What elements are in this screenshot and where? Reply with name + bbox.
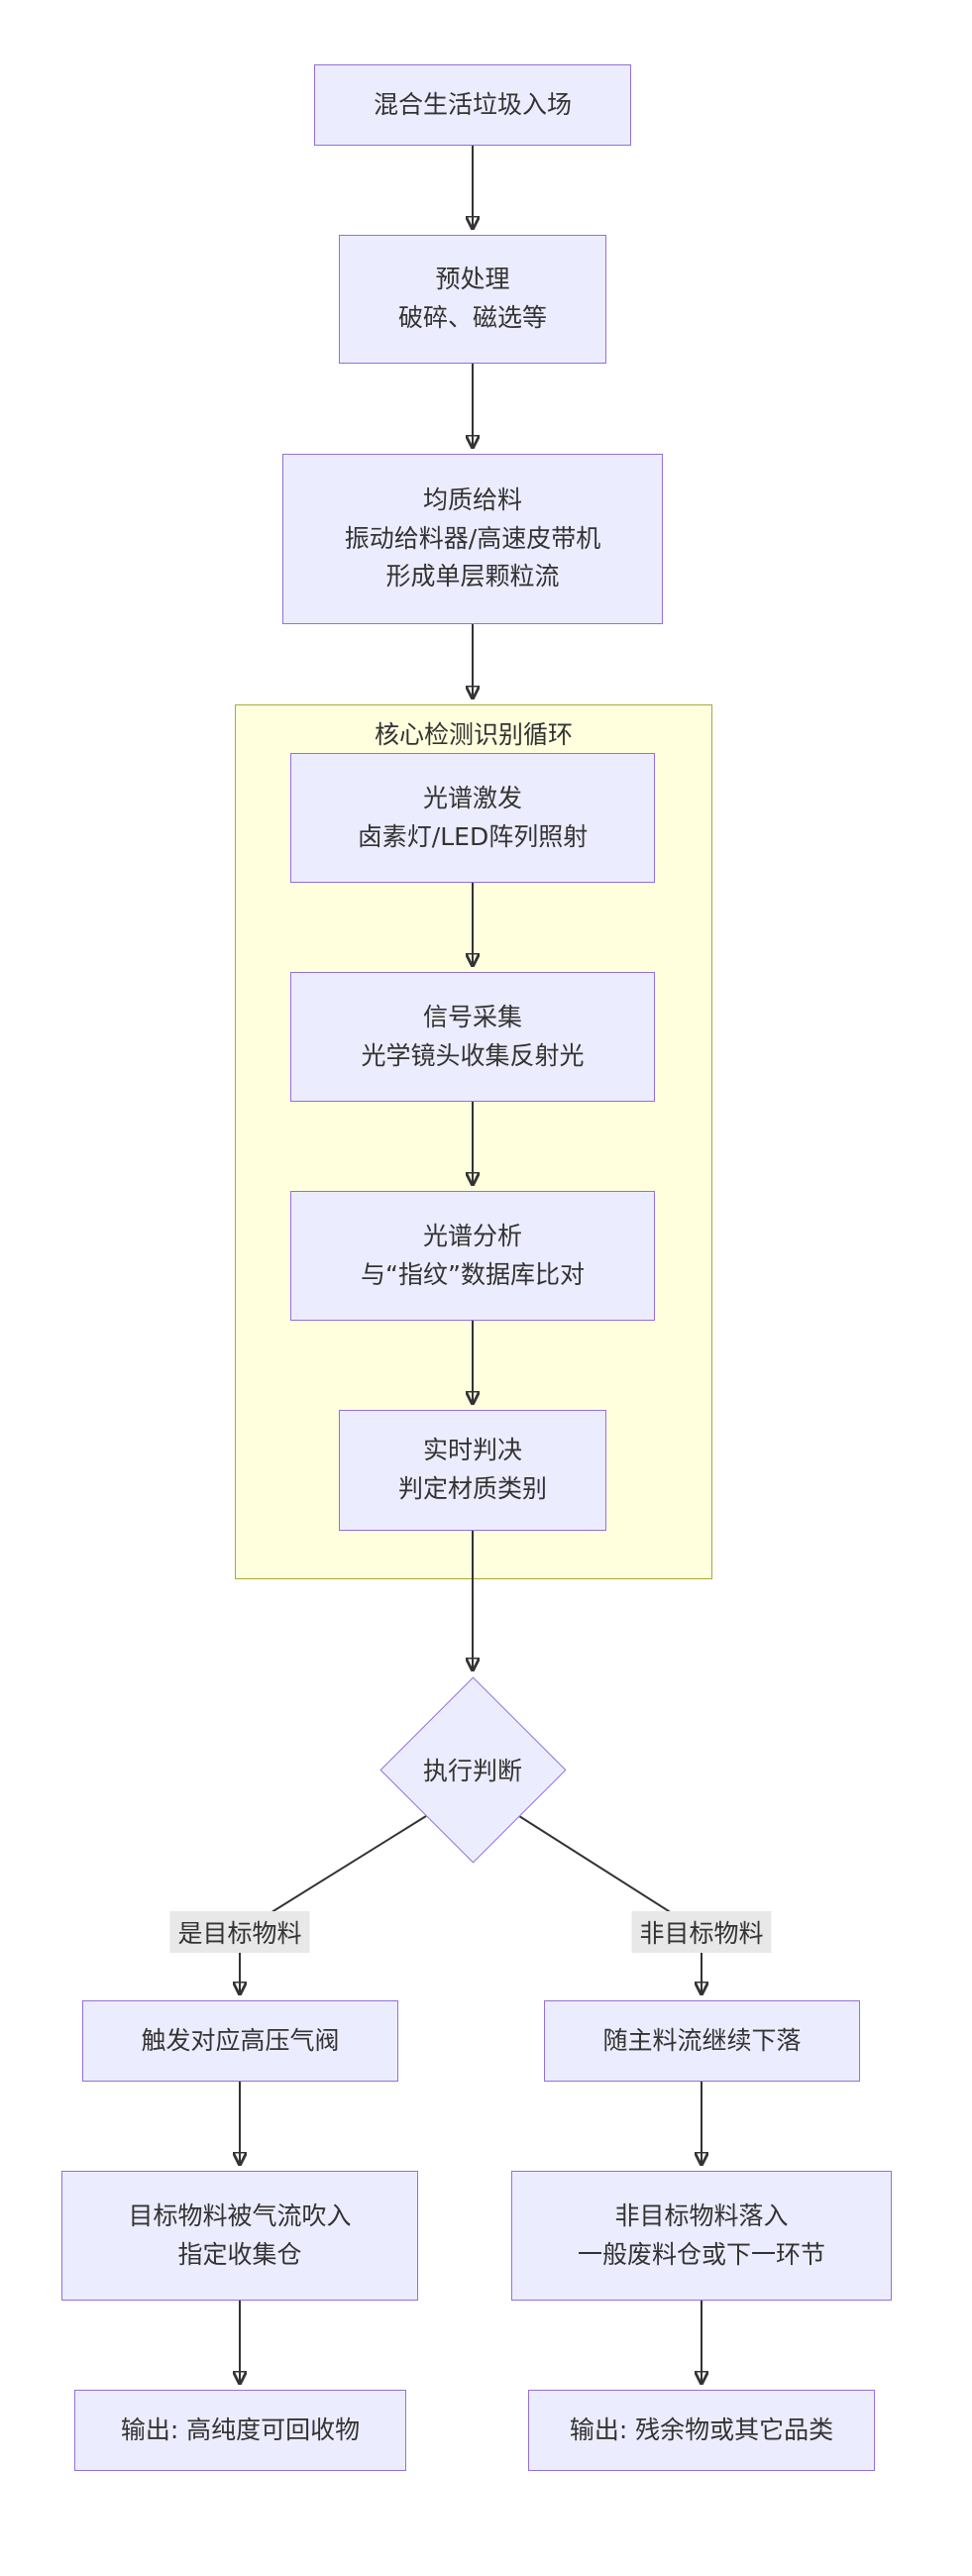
node-output-residue: 输出: 残余物或其它品类 [528, 2390, 875, 2471]
edge-label-target-material: 是目标物料 [169, 1911, 310, 1953]
node-text-line: 卤素灯/LED阵列照射 [357, 821, 589, 851]
node-text-line: 实时判决 [422, 1436, 522, 1465]
node-text-line: 非目标物料落入 [614, 2200, 789, 2230]
node-spectral-excitation: 光谱激发 卤素灯/LED阵列照射 [290, 753, 655, 883]
node-trigger-air-valve: 触发对应高压气阀 [82, 2000, 398, 2082]
edge-label-non-target-material: 非目标物料 [631, 1911, 772, 1953]
node-spectral-analysis: 光谱分析 与“指纹”数据库比对 [290, 1191, 655, 1321]
node-text-line: 信号采集 [422, 1002, 522, 1031]
node-text-line: 光谱分析 [422, 1221, 522, 1250]
node-text-line: 触发对应高压气阀 [141, 2025, 340, 2055]
node-blow-into-bin: 目标物料被气流吹入 指定收集仓 [61, 2171, 418, 2301]
node-mixed-waste-entry: 混合生活垃圾入场 [314, 64, 631, 146]
node-text-line: 随主料流继续下落 [602, 2025, 802, 2055]
node-text-line: 输出: 高纯度可回收物 [120, 2415, 361, 2444]
node-output-recyclables: 输出: 高纯度可回收物 [74, 2390, 406, 2471]
node-continue-falling: 随主料流继续下落 [544, 2000, 860, 2082]
decision-diamond-label: 执行判断 [422, 1757, 523, 1785]
node-text-line: 均质给料 [422, 484, 522, 514]
node-text-line: 输出: 残余物或其它品类 [569, 2415, 834, 2444]
node-text-line: 振动给料器/高速皮带机 [344, 523, 601, 553]
node-text-line: 指定收集仓 [177, 2239, 302, 2269]
node-pretreatment: 预处理 破碎、磁选等 [339, 235, 606, 364]
node-text-line: 光学镜头收集反射光 [361, 1040, 585, 1070]
node-general-waste-bin: 非目标物料落入 一般废料仓或下一环节 [511, 2171, 892, 2301]
node-text-line: 预处理 [435, 265, 510, 294]
node-text-line: 目标物料被气流吹入 [128, 2200, 352, 2230]
edge-judge-fall [518, 1815, 702, 1993]
node-signal-collection: 信号采集 光学镜头收集反射光 [290, 972, 655, 1102]
node-text-line: 破碎、磁选等 [397, 303, 547, 332]
node-text-line: 形成单层颗粒流 [385, 562, 560, 591]
node-text-line: 与“指纹”数据库比对 [361, 1259, 585, 1289]
edge-judge-valve [240, 1815, 427, 1993]
node-homogeneous-feeding: 均质给料 振动给料器/高速皮带机 形成单层颗粒流 [282, 454, 663, 624]
cluster-label: 核心检测识别循环 [374, 720, 573, 749]
node-text-line: 判定材质类别 [397, 1474, 547, 1503]
node-realtime-decision: 实时判决 判定材质类别 [339, 1410, 606, 1531]
node-text-line: 光谱激发 [422, 783, 522, 812]
node-text-line: 一般废料仓或下一环节 [577, 2239, 825, 2269]
node-text-line: 混合生活垃圾入场 [373, 89, 572, 119]
